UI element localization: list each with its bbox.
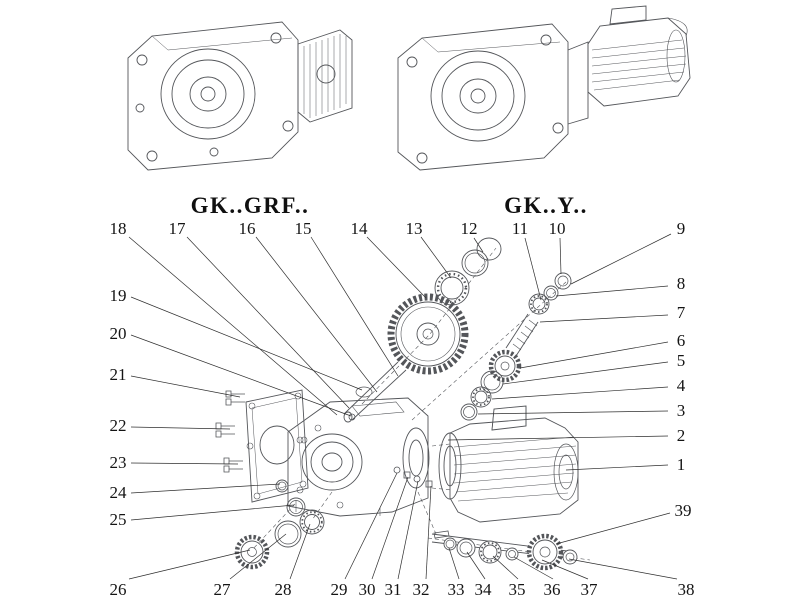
part-number-12: 12 (461, 219, 478, 238)
electric-motor (438, 405, 579, 523)
leader-line-28 (289, 523, 311, 580)
leader-line-10 (559, 237, 562, 275)
leader-line-16 (255, 236, 378, 393)
leader-line-2 (447, 435, 669, 441)
leader-line-13 (420, 236, 452, 279)
part-number-2: 2 (677, 426, 686, 445)
leader-line-27 (229, 533, 287, 580)
leader-line-36 (513, 556, 554, 580)
part-number-9: 9 (677, 219, 686, 238)
part-number-22: 22 (110, 416, 127, 435)
part-number-18: 18 (110, 219, 127, 238)
leader-line-30 (371, 476, 409, 580)
part-number-17: 17 (169, 219, 187, 238)
part-number-7: 7 (677, 303, 686, 322)
part-number-6: 6 (677, 331, 686, 350)
part-number-38: 38 (678, 580, 695, 599)
leader-line-34 (466, 551, 486, 580)
part-number-24: 24 (110, 483, 128, 502)
part-number-11: 11 (512, 219, 528, 238)
part-number-3: 3 (677, 401, 686, 420)
leader-line-14 (366, 236, 427, 299)
leader-line-9 (570, 233, 672, 285)
leader-line-1 (565, 464, 669, 471)
leader-line-3 (477, 410, 669, 415)
part-number-31: 31 (385, 580, 402, 599)
part-number-28: 28 (275, 580, 292, 599)
model-label-gk-grf: GK..GRF.. (190, 193, 310, 218)
part-number-39: 39 (675, 501, 692, 520)
leader-line-17 (186, 236, 350, 409)
part-number-26: 26 (110, 580, 127, 599)
part-number-35: 35 (509, 580, 526, 599)
leader-line-8 (555, 285, 669, 297)
part-number-25: 25 (110, 510, 127, 529)
part-number-37: 37 (581, 580, 599, 599)
output-shaft-assembly (431, 530, 578, 571)
part-number-32: 32 (413, 580, 430, 599)
part-number-5: 5 (677, 351, 686, 370)
leader-line-15 (310, 236, 399, 377)
part-number-19: 19 (110, 286, 127, 305)
part-number-21: 21 (110, 365, 127, 384)
part-number-34: 34 (475, 580, 493, 599)
leader-line-23 (130, 462, 239, 465)
flange-bolts (215, 390, 245, 473)
part-number-29: 29 (331, 580, 348, 599)
assembled-view-gky (397, 5, 691, 171)
part-number-1: 1 (677, 455, 686, 474)
leader-line-7 (539, 314, 669, 323)
assembled-view-gkgrf (127, 21, 353, 171)
part-number-4: 4 (677, 376, 686, 395)
leader-line-25 (130, 504, 295, 521)
model-label-gk-y: GK..Y.. (504, 193, 588, 218)
part-number-30: 30 (359, 580, 376, 599)
leader-line-11 (524, 237, 542, 301)
leader-line-39 (555, 512, 671, 545)
leader-line-4 (491, 386, 669, 400)
leader-line-18 (128, 236, 338, 416)
leader-line-35 (492, 555, 519, 580)
input-shaft (343, 361, 407, 423)
gear-housing (287, 397, 430, 517)
part-number-27: 27 (214, 580, 232, 599)
large-gear-and-bearing (387, 237, 502, 375)
leader-line-5 (502, 361, 669, 385)
lower-left-seals-and-gear (234, 479, 325, 570)
leader-line-22 (130, 426, 231, 430)
part-number-10: 10 (549, 219, 566, 238)
part-number-33: 33 (448, 580, 465, 599)
leader-line-21 (130, 375, 241, 398)
part-number-13: 13 (406, 219, 423, 238)
leader-line-31 (397, 480, 419, 580)
part-number-14: 14 (351, 219, 369, 238)
leader-line-6 (519, 341, 669, 369)
leader-line-20 (130, 334, 352, 417)
leader-line-33 (448, 547, 460, 580)
leader-line-38 (568, 558, 678, 580)
leader-line-24 (130, 483, 281, 494)
part-number-36: 36 (544, 580, 561, 599)
leader-line-12 (473, 237, 484, 253)
mounting-flange (245, 389, 309, 503)
leader-line-29 (344, 472, 398, 580)
leader-line-26 (128, 549, 251, 580)
leader-line-32 (425, 485, 432, 580)
part-number-23: 23 (110, 453, 127, 472)
leader-line-37 (541, 559, 589, 580)
part-number-20: 20 (110, 324, 127, 343)
leader-lines (128, 233, 678, 580)
part-number-16: 16 (239, 219, 256, 238)
leader-line-19 (130, 296, 363, 391)
motor-flange-fasteners (393, 466, 433, 488)
part-number-15: 15 (295, 219, 312, 238)
bevel-pinion-assembly (460, 272, 572, 421)
part-number-8: 8 (677, 274, 686, 293)
